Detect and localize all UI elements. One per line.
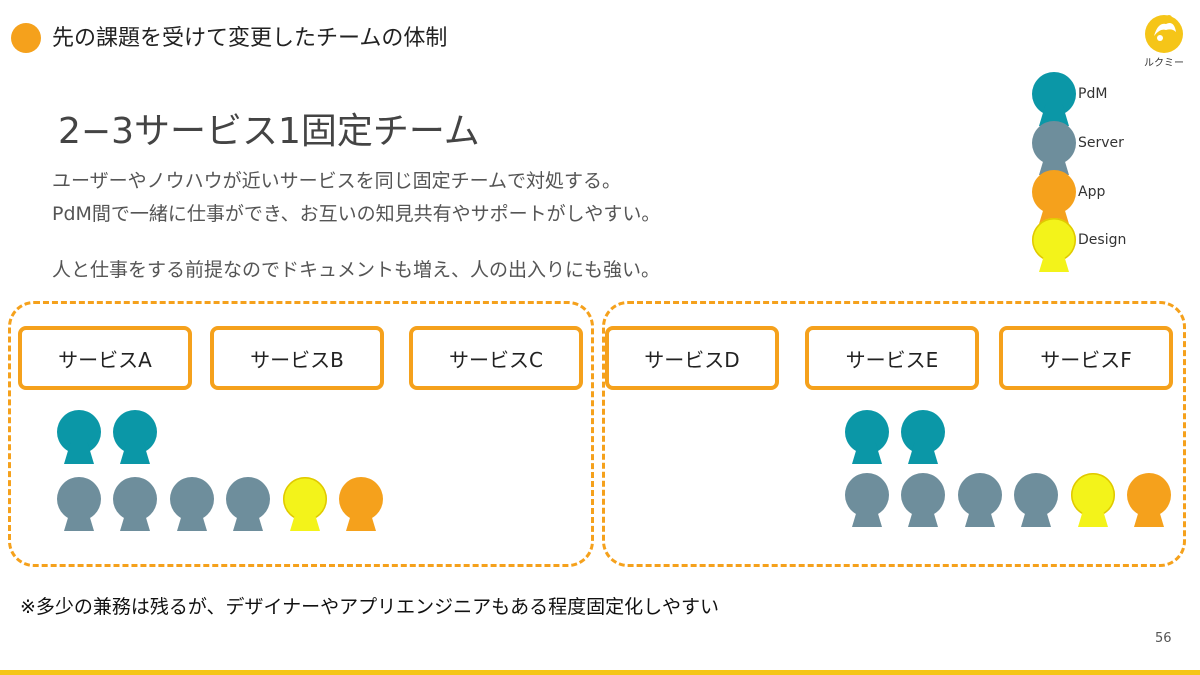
legend-label: PdM [1078,86,1108,102]
legend-app: App [1032,170,1192,224]
description-line: ユーザーやノウハウが近いサービスを同じ固定チームで対処する。 [52,170,622,192]
service-box-e: サービスE [805,326,979,390]
server-person-icon [113,477,157,531]
slide-title: 先の課題を受けて変更したチームの体制 [52,26,448,51]
lukumi-logo: ルクミー [1136,10,1192,69]
service-box-d: サービスD [605,326,779,390]
service-box-b: サービスB [210,326,384,390]
design-person-icon [1032,218,1076,272]
description-line: 人と仕事をする前提なのでドキュメントも増え、人の出入りにも強い。 [52,259,661,281]
footer-bar [0,670,1200,675]
team-group-left [8,301,594,567]
legend-server: Server [1032,121,1192,175]
app-person-icon [1032,170,1076,224]
service-box-f: サービスF [999,326,1173,390]
server-person-icon [1014,473,1058,527]
pdm-person-icon [113,410,157,464]
server-person-icon [170,477,214,531]
design-person-icon [1071,473,1115,527]
main-heading: 2−3サービス1固定チーム [58,111,480,152]
legend-label: Server [1078,135,1124,151]
service-box-c: サービスC [409,326,583,390]
legend-pdm: PdM [1032,72,1192,126]
legend-label: App [1078,184,1106,200]
pdm-person-icon [1032,72,1076,126]
footnote: ※多少の兼務は残るが、デザイナーやアプリエンジニアもある程度固定化しやすい [20,596,719,618]
server-person-icon [958,473,1002,527]
server-person-icon [226,477,270,531]
server-person-icon [901,473,945,527]
server-person-icon [57,477,101,531]
page-number: 56 [1155,631,1172,646]
pdm-person-icon [901,410,945,464]
legend-label: Design [1078,232,1127,248]
header-bullet-icon [11,23,41,53]
app-person-icon [1127,473,1171,527]
legend-design: Design [1032,218,1192,272]
logo-text: ルクミー [1144,58,1184,69]
server-person-icon [845,473,889,527]
design-person-icon [283,477,327,531]
pdm-person-icon [845,410,889,464]
app-person-icon [339,477,383,531]
pdm-person-icon [57,410,101,464]
service-box-a: サービスA [18,326,192,390]
team-group-right [602,301,1186,567]
description-line: PdM間で一緒に仕事ができ、お互いの知見共有やサポートがしやすい。 [52,203,661,225]
logo-mark-icon [1145,15,1183,53]
server-person-icon [1032,121,1076,175]
